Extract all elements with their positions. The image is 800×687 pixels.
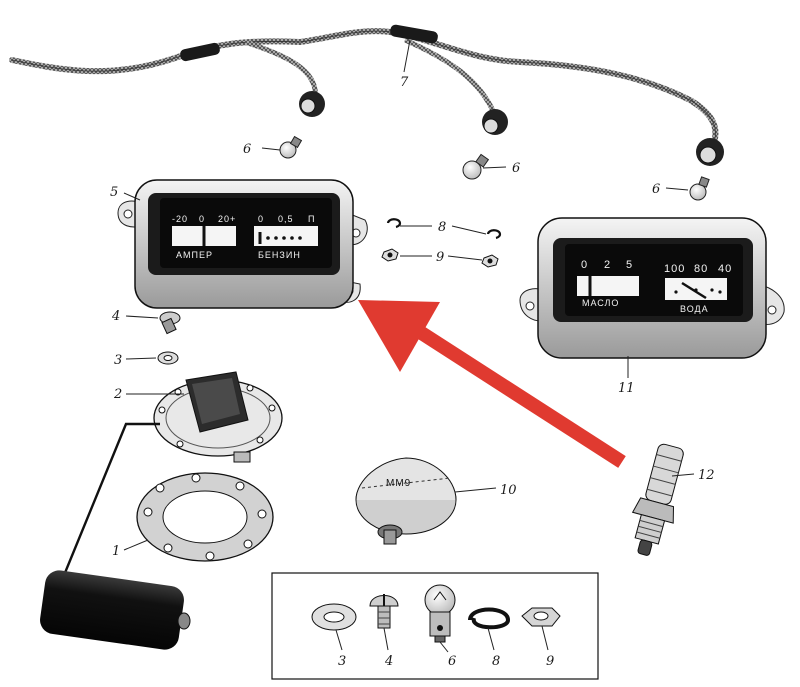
kit-label-6: 6 — [448, 654, 456, 669]
kit-label-8: 8 — [492, 654, 500, 669]
water-tick-40: 40 — [718, 263, 732, 275]
water-word: ВОДА — [680, 304, 709, 314]
wiring-harness: 7 — [9, 24, 724, 166]
spare-parts-kit: 3 4 6 8 — [271, 572, 599, 680]
gauge-ammeter-fuel: -20 0 20+ АМПЕР 0 0,5 П БЕНЗИН 5 — [110, 179, 368, 309]
bulb-socket-mid — [482, 109, 508, 135]
kit-label-4: 4 — [384, 654, 393, 669]
label-4: 4 — [111, 309, 120, 324]
label-6-right: 6 — [652, 182, 660, 197]
gasket: 1 — [112, 472, 274, 562]
label-9: 9 — [436, 250, 444, 265]
label-11: 11 — [618, 381, 635, 396]
label-6-left: 6 — [243, 142, 251, 157]
temperature-sender: 12 — [631, 443, 715, 556]
kit-screw: 4 — [369, 594, 399, 669]
oil-word: МАСЛО — [582, 298, 619, 308]
kit-washer: 3 — [311, 603, 357, 669]
float-cylinder — [40, 570, 191, 650]
screw: 4 — [111, 309, 181, 335]
oil-tick-0: 0 — [581, 259, 588, 271]
water-tick-100: 100 — [664, 263, 685, 275]
red-pointer-arrow — [358, 300, 626, 468]
kit-clip: 8 — [468, 607, 511, 669]
fuel-tick-full: П — [308, 214, 315, 224]
fuel-tick-half: 0,5 — [278, 214, 294, 224]
pressure-sender-marking: ММ9 — [386, 478, 411, 489]
label-1: 1 — [112, 544, 120, 559]
ammeter-word: АМПЕР — [176, 250, 213, 260]
label-2: 2 — [113, 387, 122, 402]
oil-tick-2: 2 — [604, 259, 611, 271]
bulb-left: 6 — [243, 135, 303, 159]
label-8: 8 — [438, 220, 446, 235]
fuel-tick-empty: 0 — [258, 214, 264, 224]
kit-label-3: 3 — [338, 654, 346, 669]
spring-clips: 8 — [386, 218, 502, 240]
bulb-mid: 6 — [462, 153, 520, 180]
fuel-level-sender: 2 — [58, 371, 283, 586]
bulb-socket-right — [696, 138, 724, 166]
ammeter-tick-neg: -20 — [172, 214, 188, 224]
oil-tick-5: 5 — [626, 259, 633, 271]
label-10: 10 — [500, 483, 517, 498]
ammeter-tick-pos: 20+ — [218, 214, 236, 224]
water-tick-80: 80 — [694, 263, 708, 275]
label-12: 12 — [698, 468, 715, 483]
label-5: 5 — [110, 185, 118, 200]
nuts: 9 — [381, 248, 499, 268]
oil-pressure-sender: ММ9 10 — [355, 457, 517, 545]
bulb-right: 6 — [652, 176, 710, 201]
gauge-oil-water: 0 2 5 МАСЛО 100 80 40 ВОДА 11 — [519, 217, 785, 396]
kit-label-9: 9 — [546, 654, 554, 669]
label-3: 3 — [114, 353, 122, 368]
kit-nut: 9 — [521, 607, 561, 669]
bulb-socket-left — [299, 91, 325, 117]
ammeter-tick-zero: 0 — [199, 214, 205, 224]
fuel-word: БЕНЗИН — [258, 250, 301, 260]
label-6-mid: 6 — [512, 161, 520, 176]
label-7: 7 — [400, 75, 409, 90]
washer: 3 — [114, 351, 179, 368]
kit-bulb: 6 — [424, 584, 456, 669]
